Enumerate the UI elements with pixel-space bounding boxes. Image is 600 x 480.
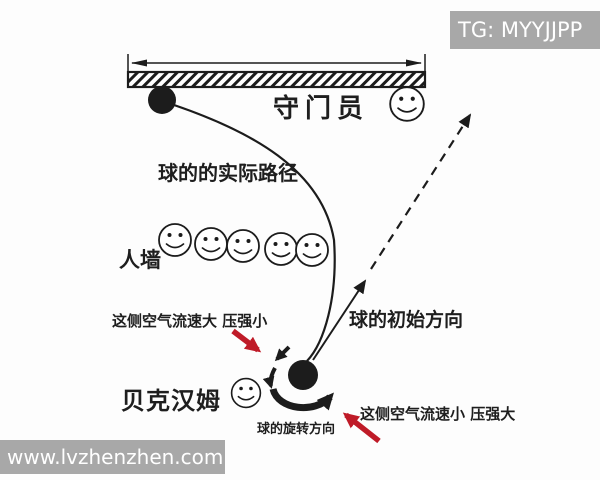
telegram-watermark: TG: MYYJJPP xyxy=(450,11,600,49)
goal-width-arrow xyxy=(127,54,426,71)
airflow-fast-red-arrow-icon xyxy=(231,328,262,353)
rotation-label: 球的旋转方向 xyxy=(257,422,336,437)
wall-smiley-icon xyxy=(226,229,260,263)
website-watermark: www.lvzhenzhen.com xyxy=(0,440,225,474)
air-slow-side-label: 这侧空气流速小 压强大 xyxy=(360,405,516,423)
goal-bar-icon xyxy=(126,70,427,89)
player-label: 贝克汉姆 xyxy=(121,387,221,415)
beckham-smiley-icon xyxy=(230,377,262,409)
wall-smiley-icon xyxy=(264,232,298,266)
airflow-slow-red-arrow-icon xyxy=(342,412,381,444)
ball-at-kick-icon xyxy=(288,360,318,390)
wall-label: 人墙 xyxy=(119,248,161,272)
wall-smiley-icon xyxy=(194,227,228,261)
goalkeeper-label: 守门员 xyxy=(273,94,370,124)
wall-smiley-icon xyxy=(295,233,329,267)
actual-path-curve xyxy=(173,103,336,362)
rotation-arrow-icon xyxy=(269,387,334,412)
ball-at-goal-icon xyxy=(148,86,176,114)
wall-smiley-icon xyxy=(158,223,192,257)
initial-direction-arrow xyxy=(312,113,472,361)
wall-smileys xyxy=(158,223,329,267)
initial-direction-label: 球的初始方向 xyxy=(349,309,464,331)
goalkeeper-smiley-icon xyxy=(389,86,425,122)
actual-path-label: 球的的实际路径 xyxy=(158,161,298,185)
air-fast-side-label: 这侧空气流速大 压强小 xyxy=(112,312,268,330)
spin-flow-arrows-icon xyxy=(262,345,291,389)
